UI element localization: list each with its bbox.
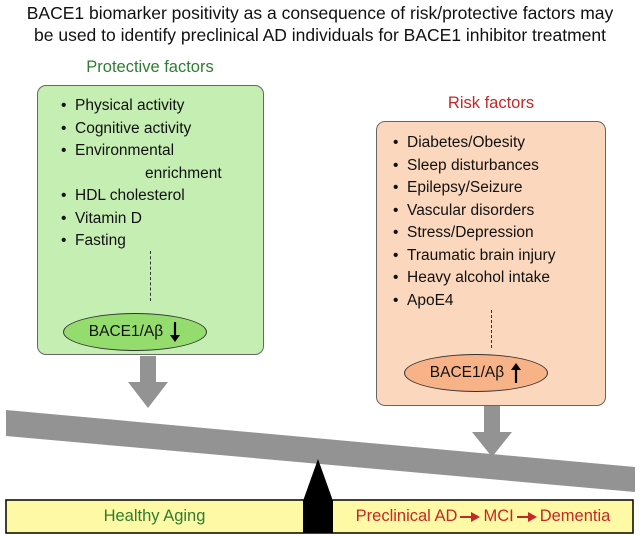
right-arrow-icon <box>516 511 537 522</box>
risk-factor-item: Stress/Depression <box>393 222 603 245</box>
risk-factors-heading: Risk factors <box>447 94 535 112</box>
protective-factor-item: Vitamin D <box>61 208 261 231</box>
risk-bace1-ellipse: BACE1/Aβ <box>404 354 548 392</box>
risk-dashed-connector <box>491 310 492 348</box>
protective-factor-item-continuation: enrichment <box>145 164 222 182</box>
up-arrow-icon <box>511 363 522 383</box>
risk-bace1-label: BACE1/Aβ <box>429 364 505 381</box>
protective-factor-item: HDL cholesterol <box>61 185 261 208</box>
protective-factor-item: Cognitive activity <box>61 118 261 141</box>
diagram-title: BACE1 biomarker positivity as a conseque… <box>0 2 640 46</box>
protective-factor-item: Physical activity <box>61 95 261 118</box>
protective-factors-panel: Physical activity Cognitive activity Env… <box>37 85 264 355</box>
risk-down-arrow <box>472 406 512 457</box>
preclinical-ad-label: Preclinical AD <box>355 507 458 525</box>
risk-factor-item: Epilepsy/Seizure <box>393 177 603 200</box>
risk-factor-item: Heavy alcohol intake <box>393 267 603 290</box>
healthy-aging-label: Healthy Aging <box>103 507 206 525</box>
right-arrow-icon <box>460 511 481 522</box>
fulcrum-base <box>303 500 333 533</box>
protective-factors-heading: Protective factors <box>86 58 214 76</box>
risk-factors-panel: Diabetes/Obesity Sleep disturbances Epil… <box>376 121 606 406</box>
title-line-2: be used to identify preclinical AD indiv… <box>34 25 606 45</box>
seesaw-beam <box>6 410 635 492</box>
disease-progression-label: Preclinical AD MCI Dementia <box>333 500 633 533</box>
protective-down-arrow <box>128 356 168 408</box>
protective-bace1-label: BACE1/Aβ <box>88 323 164 340</box>
fulcrum <box>303 459 333 501</box>
protective-dashed-connector <box>150 251 151 301</box>
protective-bace1-ellipse: BACE1/Aβ <box>63 313 207 351</box>
risk-factor-item: Sleep disturbances <box>393 155 603 178</box>
mci-label: MCI <box>483 507 514 525</box>
down-arrow-icon <box>170 322 181 342</box>
risk-factor-item: ApoE4 <box>393 290 603 313</box>
protective-factor-item: Fasting <box>61 230 261 253</box>
protective-factors-list: Physical activity Cognitive activity Env… <box>61 95 261 253</box>
dementia-label: Dementia <box>539 507 611 525</box>
risk-factor-item: Diabetes/Obesity <box>393 132 603 155</box>
risk-factors-list: Diabetes/Obesity Sleep disturbances Epil… <box>393 132 603 312</box>
risk-factor-item: Vascular disorders <box>393 200 603 223</box>
risk-factor-item: Traumatic brain injury <box>393 245 603 268</box>
title-line-1: BACE1 biomarker positivity as a conseque… <box>26 3 614 23</box>
